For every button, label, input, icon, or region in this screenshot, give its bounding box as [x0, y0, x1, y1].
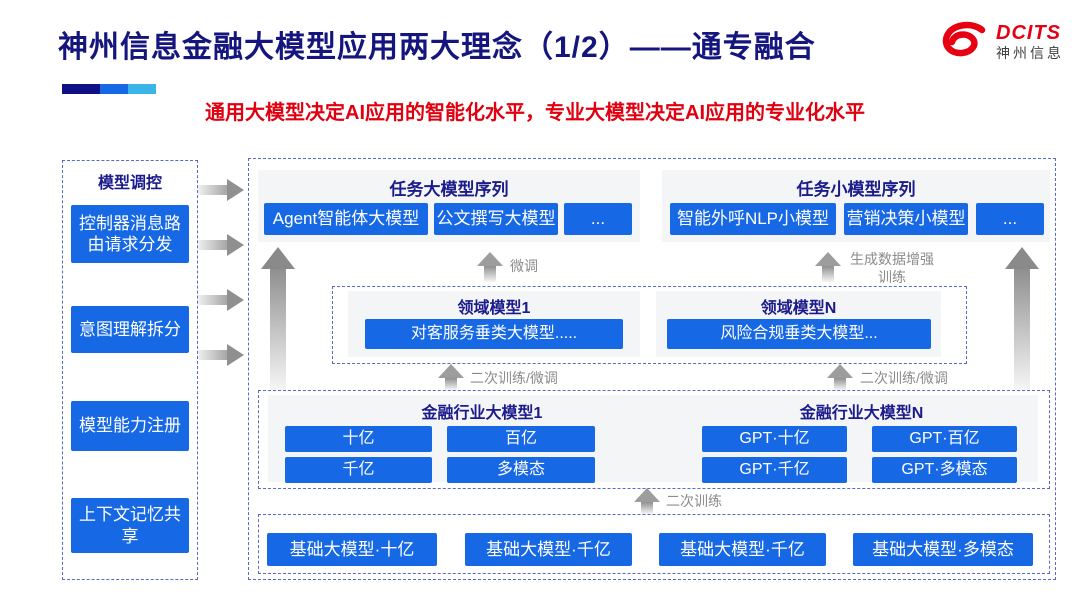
task-large-item-agent: Agent智能体大模型 [264, 203, 428, 235]
gen-data-arrow-icon [822, 266, 834, 282]
flow-right-arrow-icon-1 [198, 179, 244, 201]
industry-left-item-3: 千亿 [285, 457, 432, 483]
industry-left-title: 金融行业大模型1 [421, 405, 543, 422]
sidebar-item-registry: 模型能力注册 [71, 401, 189, 451]
task-large-title: 任务大模型序列 [389, 180, 509, 199]
logo-brand-text: DCITS [996, 22, 1061, 45]
task-small-item-marketing: 营销决策小模型 [844, 203, 968, 235]
industry-left-panel: 金融行业大模型1 十亿 百亿 千亿 多模态 [268, 395, 696, 483]
flow-right-arrow-icon-2 [198, 234, 244, 256]
sidebar-item-router: 控制器消息路由请求分发 [71, 205, 189, 263]
gen-data-label: 生成数据增强训练 [850, 251, 934, 286]
sidebar-item-intent: 意图理解拆分 [71, 306, 189, 353]
title-accent-bar [62, 84, 156, 94]
company-logo: DCITS 神州信息 [938, 20, 1064, 64]
retrain-label: 二次训练 [666, 493, 722, 509]
retrain-ft-arrow-icon-left [445, 378, 457, 390]
accent-segment-navy [62, 84, 100, 94]
domain-left-title: 领域模型1 [457, 300, 531, 317]
domain-left-item: 对客服务垂类大模型..... [365, 319, 623, 349]
domain-models-frame [332, 286, 967, 364]
task-large-model-panel: 任务大模型序列 Agent智能体大模型 公文撰写大模型 ... [258, 170, 640, 242]
fine-tune-arrow-icon [484, 266, 496, 282]
fine-tune-label: 微调 [510, 258, 538, 274]
page-title: 神州信息金融大模型应用两大理念（1/2）——通专融合 [58, 31, 816, 64]
domain-right-panel: 领域模型N 风险合规垂类大模型... [656, 291, 941, 357]
accent-segment-cyan [128, 84, 156, 94]
task-large-item-doc: 公文撰写大模型 [434, 203, 558, 235]
base-model-item-3: 基础大模型·千亿 [659, 533, 826, 566]
retrain-ft-arrow-icon-right [834, 378, 846, 390]
industry-right-item-4: GPT·多模态 [872, 457, 1017, 483]
task-large-item-more: ... [564, 203, 632, 235]
industry-right-title: 金融行业大模型N [799, 405, 924, 422]
industry-left-item-2: 百亿 [447, 426, 595, 452]
main-diagram-frame [248, 158, 1056, 580]
industry-right-item-2: GPT·百亿 [872, 426, 1017, 452]
domain-right-item: 风险合规垂类大模型... [667, 319, 931, 349]
accent-segment-blue [100, 84, 128, 94]
task-small-item-nlp: 智能外呼NLP小模型 [670, 203, 836, 235]
industry-right-panel: 金融行业大模型N GPT·十亿 GPT·百亿 GPT·千亿 GPT·多模态 [685, 395, 1038, 483]
base-model-item-1: 基础大模型·十亿 [267, 533, 437, 566]
industry-right-item-3: GPT·千亿 [702, 457, 847, 483]
model-control-panel: 模型调控 控制器消息路由请求分发 意图理解拆分 模型能力注册 上下文记忆共享 [62, 160, 198, 580]
logo-brand-cn: 神州信息 [996, 45, 1064, 62]
sidebar-item-context: 上下文记忆共享 [71, 498, 189, 553]
retrain-arrow-icon [641, 502, 653, 514]
flow-right-arrow-icon-3 [198, 289, 244, 311]
model-control-title: 模型调控 [97, 175, 162, 192]
tall-up-arrow-icon-left [270, 269, 286, 390]
slide-subtitle: 通用大模型决定AI应用的智能化水平，专业大模型决定AI应用的专业化水平 [205, 102, 865, 124]
flow-right-arrow-icon-4 [198, 344, 244, 366]
task-small-model-panel: 任务小模型序列 智能外呼NLP小模型 营销决策小模型 ... [662, 170, 1050, 242]
domain-right-title: 领域模型N [760, 300, 837, 317]
retrain-ft-label-left: 二次训练/微调 [470, 370, 558, 386]
tall-up-arrow-icon-right [1014, 269, 1030, 390]
domain-left-panel: 领域模型1 对客服务垂类大模型..... [348, 291, 640, 357]
retrain-ft-label-right: 二次训练/微调 [860, 370, 948, 386]
base-model-item-4: 基础大模型·多模态 [853, 533, 1033, 566]
industry-left-item-4: 多模态 [447, 457, 595, 483]
task-small-title: 任务小模型序列 [796, 180, 916, 199]
dcits-swirl-icon [942, 21, 986, 57]
base-model-item-2: 基础大模型·千亿 [465, 533, 632, 566]
base-models-frame: 基础大模型·十亿 基础大模型·千亿 基础大模型·千亿 基础大模型·多模态 [258, 514, 1050, 574]
industry-right-item-1: GPT·十亿 [702, 426, 847, 452]
task-small-item-more: ... [976, 203, 1044, 235]
industry-left-item-1: 十亿 [285, 426, 432, 452]
